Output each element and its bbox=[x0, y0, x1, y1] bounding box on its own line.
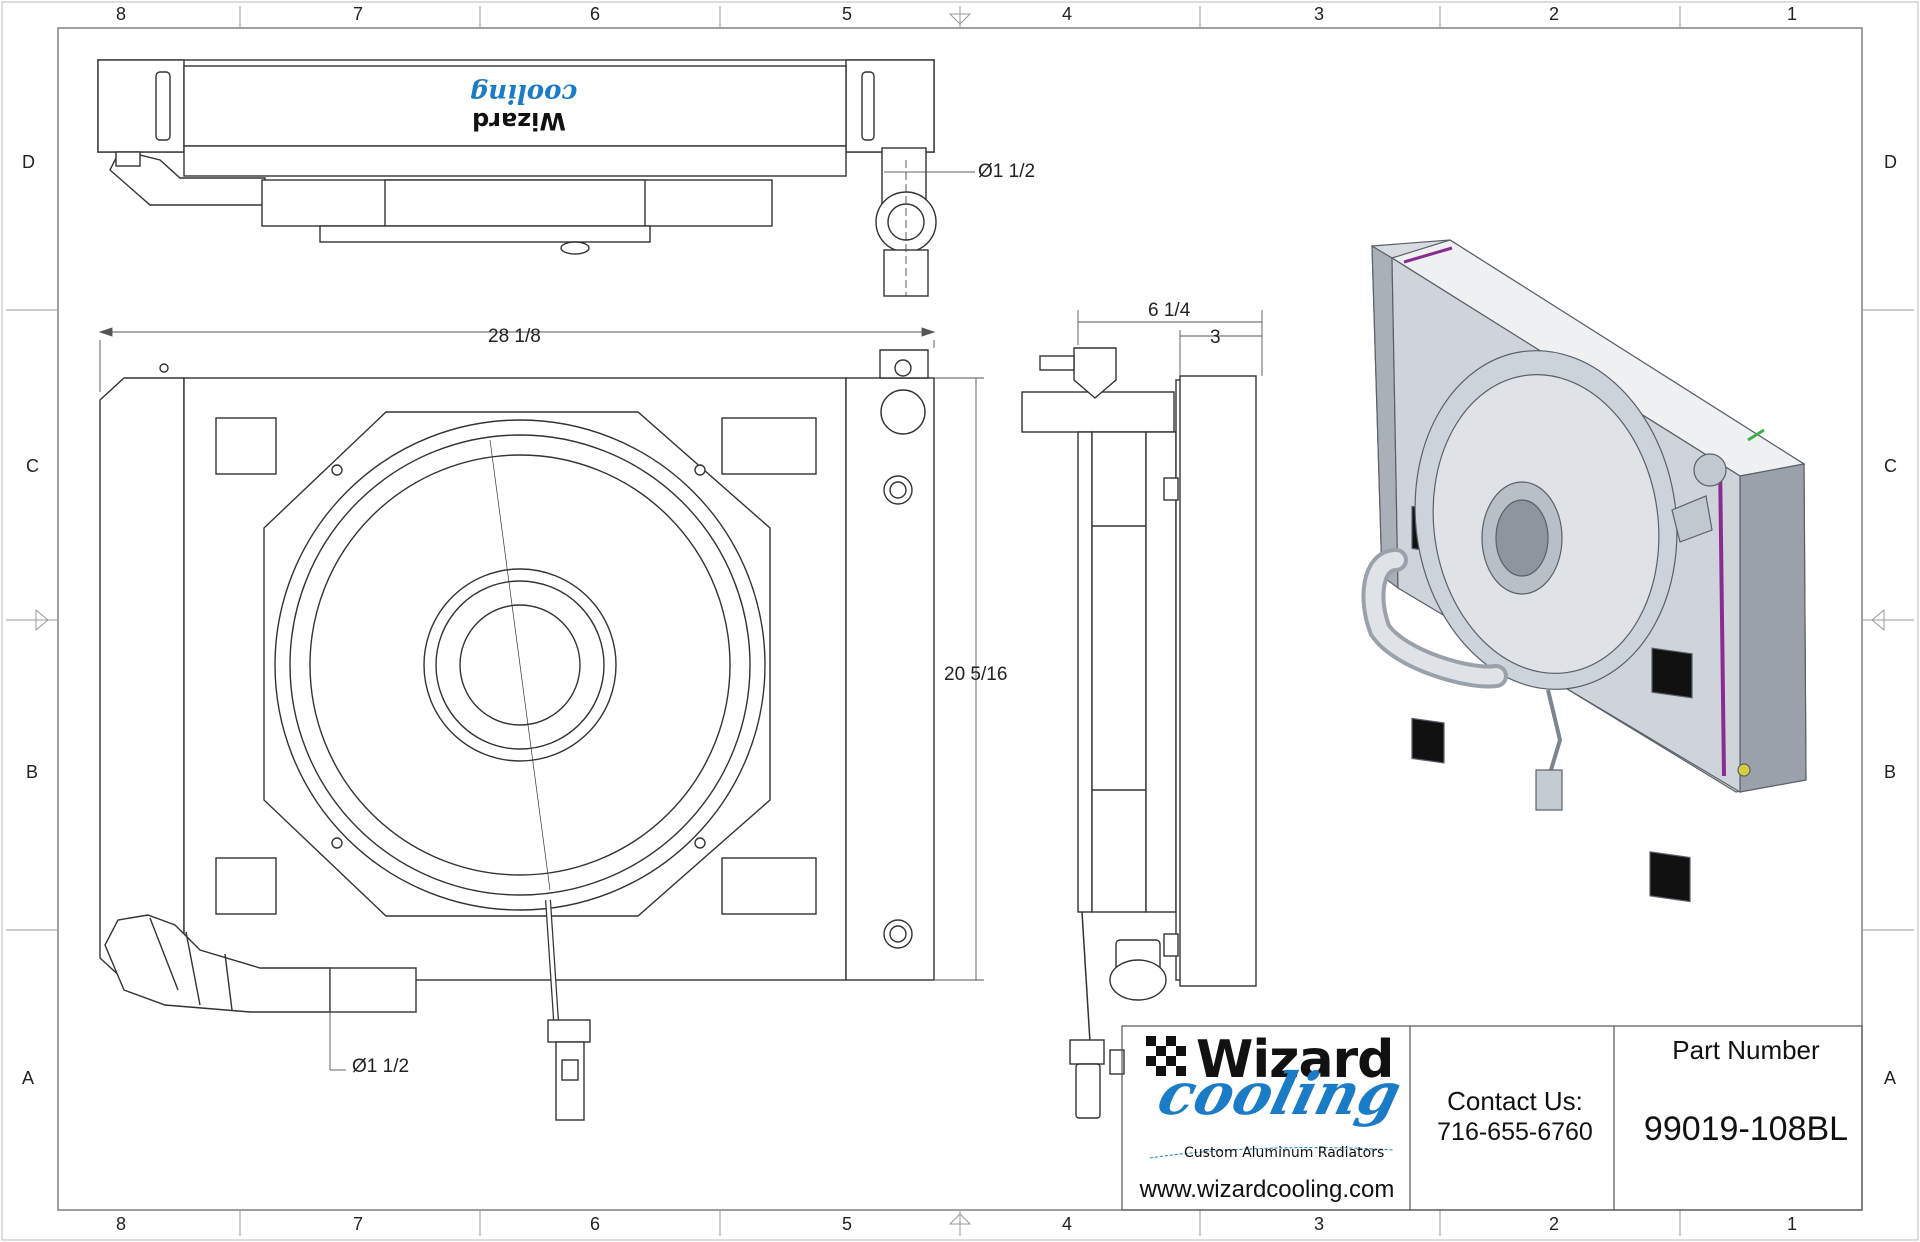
dim-overall-width: 28 1/8 bbox=[488, 326, 541, 347]
zone-col-3-bottom: 3 bbox=[1314, 1214, 1325, 1234]
logo-word: Wizard bbox=[1196, 1030, 1394, 1090]
side-view bbox=[1021, 347, 1257, 1119]
dim-side-core-depth: 3 bbox=[1210, 327, 1221, 348]
part-number-value: 99019-108BL bbox=[1643, 1110, 1849, 1148]
dim-side-total-depth: 6 1/4 bbox=[1148, 300, 1191, 321]
zone-row-c-right: C bbox=[1884, 456, 1897, 476]
zone-row-b-right: B bbox=[1884, 762, 1897, 782]
zone-col-4-bottom: 4 bbox=[1062, 1214, 1073, 1234]
zone-col-6: 6 bbox=[590, 4, 601, 24]
zone-col-1-bottom: 1 bbox=[1787, 1214, 1798, 1234]
contact-heading: Contact Us: bbox=[1447, 1086, 1583, 1116]
front-view bbox=[99, 349, 935, 1121]
dim-overall-height: 20 5/16 bbox=[944, 664, 1008, 685]
zone-col-2-bottom: 2 bbox=[1549, 1214, 1560, 1234]
checkered-flag-icon bbox=[1146, 1036, 1186, 1076]
title-block bbox=[1121, 1025, 1863, 1211]
zone-col-7: 7 bbox=[353, 4, 364, 24]
zone-col-8-bottom: 8 bbox=[116, 1214, 127, 1234]
zone-row-d: D bbox=[22, 152, 35, 172]
zone-col-7-bottom: 7 bbox=[353, 1214, 364, 1234]
top-view-logo-word: Wizard bbox=[472, 107, 566, 135]
zone-col-3: 3 bbox=[1314, 4, 1325, 24]
zone-col-6-bottom: 6 bbox=[590, 1214, 601, 1234]
top-view-logo-script: cooling bbox=[470, 78, 578, 108]
zone-col-4: 4 bbox=[1062, 4, 1073, 24]
website-link[interactable]: www.wizardcooling.com bbox=[1139, 1176, 1395, 1203]
zone-col-1: 1 bbox=[1787, 4, 1798, 24]
zone-row-b: B bbox=[26, 762, 39, 782]
zone-col-2: 2 bbox=[1549, 4, 1560, 24]
dim-bottom-outlet-diameter: Ø1 1/2 bbox=[352, 1056, 410, 1077]
contact-phone[interactable]: 716-655-6760 bbox=[1437, 1118, 1593, 1146]
zone-row-c: C bbox=[26, 456, 39, 476]
zone-col-5-bottom: 5 bbox=[842, 1214, 853, 1234]
logo-tagline: Custom Aluminum Radiators bbox=[1184, 1145, 1385, 1161]
zone-row-a: A bbox=[22, 1068, 35, 1088]
dim-top-outlet-diameter: Ø1 1/2 bbox=[978, 161, 1036, 182]
zone-row-d-right: D bbox=[1884, 152, 1897, 172]
zone-col-5: 5 bbox=[842, 4, 853, 24]
isometric-view bbox=[1361, 239, 1807, 903]
part-number-heading: Part Number bbox=[1672, 1035, 1820, 1065]
top-view bbox=[97, 59, 975, 297]
zone-row-a-right: A bbox=[1884, 1068, 1897, 1088]
logo-script: cooling bbox=[1151, 1060, 1408, 1128]
zone-col-8: 8 bbox=[116, 4, 127, 24]
